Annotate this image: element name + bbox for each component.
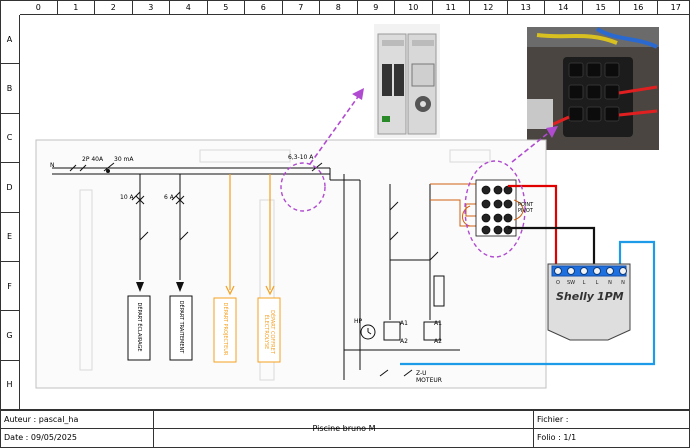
label-coil-2: A1: [434, 320, 442, 327]
label-depart-2: DÉPART TRAITEMENT: [178, 300, 184, 354]
shelly-terminal-label: O: [556, 280, 560, 286]
file-field: Fichier :: [537, 415, 569, 424]
label-depart-1: DÉPART ÉCLAIRAGE: [136, 302, 142, 352]
shelly-terminal-label: L: [583, 280, 586, 286]
label-coil-2b: A2: [434, 338, 442, 345]
shelly-terminal-screw: [619, 267, 627, 275]
author-field: Auteur : pascal_ha: [4, 415, 79, 424]
label-coil-1b: A2: [400, 338, 408, 345]
shelly-terminal-label: L: [596, 280, 599, 286]
scanned-paper: [35, 139, 547, 389]
shelly-model: 1PM: [596, 290, 624, 303]
shelly-brand-name: Shelly: [556, 290, 594, 303]
label-motor-breaker: 6,3-10 A: [288, 154, 314, 161]
annotation-arrowheads: [352, 88, 558, 138]
label-motor: Z-U MOTEUR: [416, 370, 442, 384]
label-coil-1: A1: [400, 320, 408, 327]
label-hp: HP: [354, 318, 363, 325]
label-n: N: [50, 162, 55, 169]
shelly-terminal-screw: [567, 267, 575, 275]
shelly-terminal-screw: [606, 267, 614, 275]
shelly-terminal-label: SW: [567, 280, 575, 286]
shelly-terminal-label: N: [621, 280, 625, 286]
label-point-pivot: POINT PIVOT: [518, 202, 534, 214]
shelly-terminal-screw: [554, 267, 562, 275]
shelly-terminal-screw: [593, 267, 601, 275]
shelly-terminal-screw: [580, 267, 588, 275]
label-depart-4: DÉPART COFFRET ÉLECTROLYSE: [263, 310, 275, 354]
label-rcd: 30 mA: [114, 156, 134, 163]
folio-field: Folio : 1/1: [537, 433, 577, 442]
label-depart-3: DÉPART PROJECTEUR: [222, 302, 228, 356]
date-field: Date : 09/05/2025: [4, 433, 78, 442]
label-main-breaker: 2P 40A: [82, 156, 104, 163]
label-breaker-1: 10 A: [120, 194, 134, 201]
label-breaker-2: 6 A: [164, 194, 174, 201]
shelly-terminal-label: N: [608, 280, 612, 286]
project-title: Piscine bruno M: [312, 424, 376, 433]
